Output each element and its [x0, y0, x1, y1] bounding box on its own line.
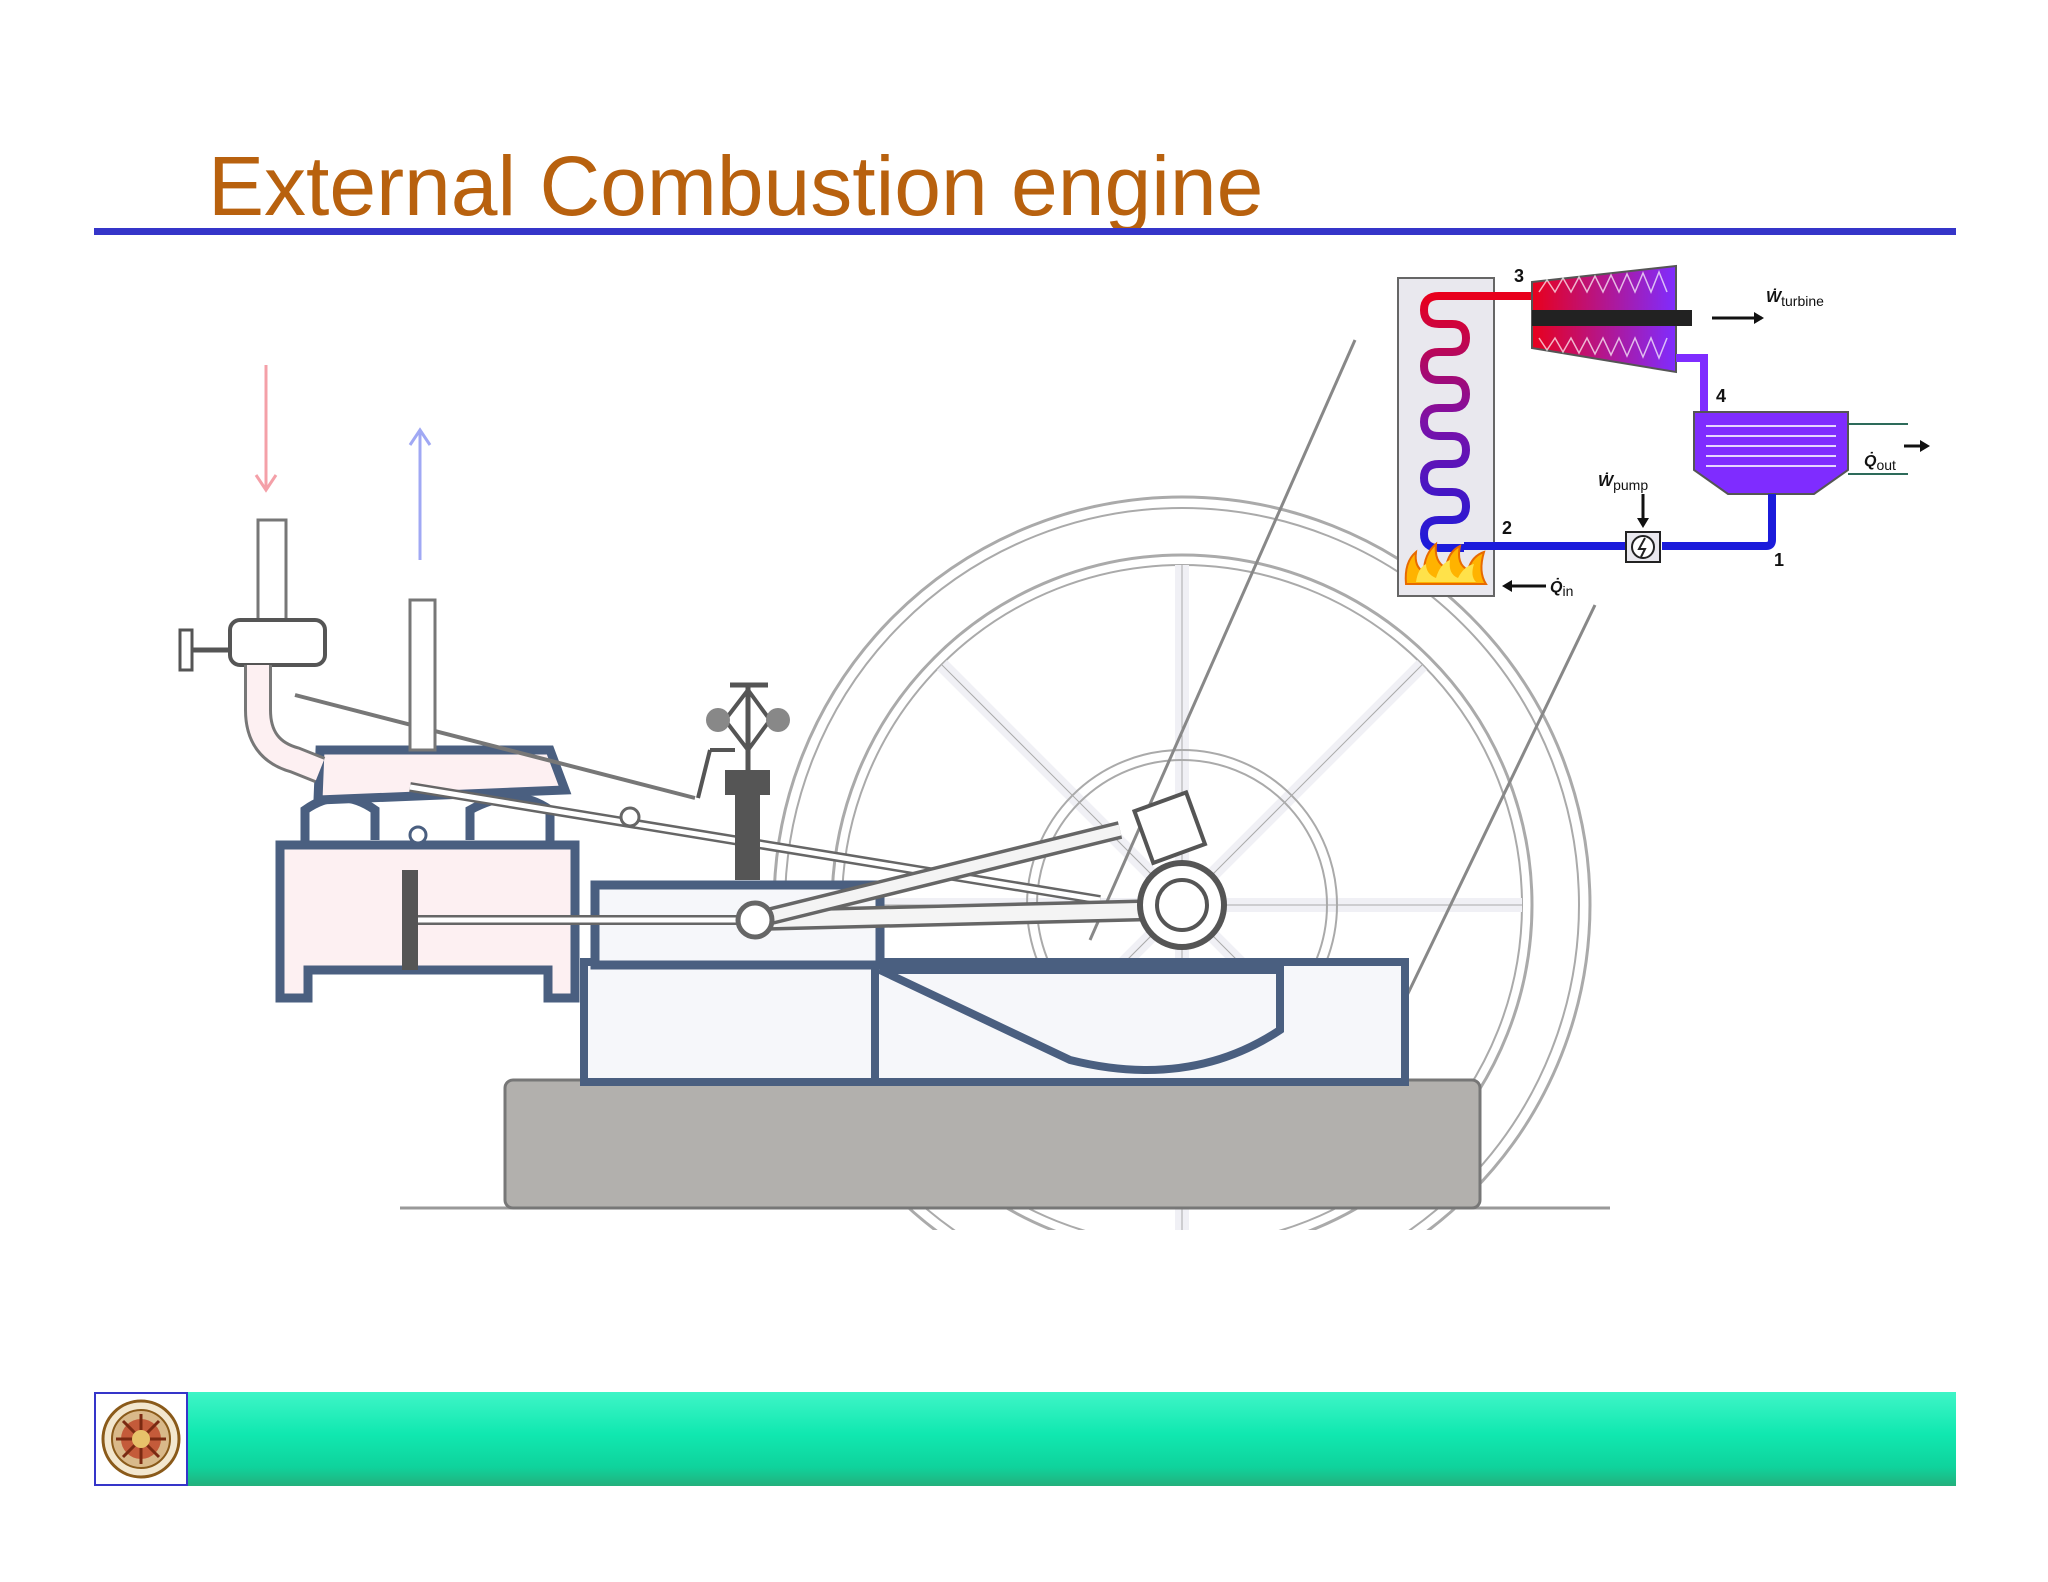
- w-pump-label: Ẇpump: [1598, 472, 1648, 493]
- title-underline: [94, 228, 1956, 235]
- q-in-label: Q̇in: [1550, 578, 1573, 599]
- flame-icon: [1404, 541, 1488, 585]
- state-label-1: 1: [1774, 550, 1784, 570]
- turbine: [1531, 264, 1692, 374]
- steam-engine-diagram: [178, 339, 1610, 1230]
- college-logo-icon: [101, 1399, 181, 1479]
- governor: [696, 682, 790, 880]
- steam-cylinder: [275, 745, 770, 1003]
- state-label-3: 3: [1514, 266, 1524, 286]
- slide-title: External Combustion engine: [208, 139, 1264, 233]
- state-label-2: 2: [1502, 518, 1512, 538]
- q-out-label: Q̇out: [1864, 452, 1896, 473]
- state-label-4: 4: [1716, 386, 1726, 406]
- pump-icon: [1625, 531, 1661, 563]
- rankine-cycle-diagram: 3 4 2 1 Ẇturbine Ẇpump Q̇out Q̇in: [1397, 264, 1930, 599]
- college-logo: [94, 1392, 188, 1486]
- engine-base: [503, 1078, 1482, 1210]
- condenser: [1693, 411, 1930, 495]
- footer-bar: [94, 1392, 1956, 1486]
- w-turbine-label: Ẇturbine: [1766, 288, 1824, 309]
